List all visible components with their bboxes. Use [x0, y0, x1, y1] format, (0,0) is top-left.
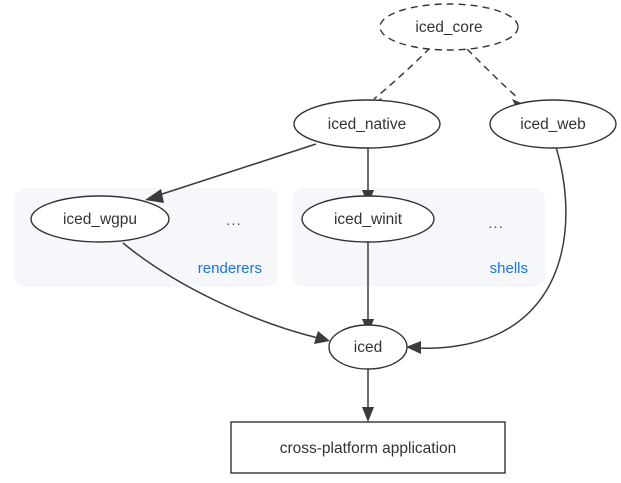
node-iced-label: iced — [354, 339, 382, 356]
node-iced-winit[interactable]: iced_winit — [301, 195, 435, 243]
node-iced-core-ellipse[interactable] — [379, 3, 519, 51]
node-iced-native-ellipse[interactable] — [293, 99, 441, 149]
edge-wgpu-to-iced — [122, 242, 330, 344]
edge-native-to-wgpu — [145, 143, 317, 203]
node-iced-core-label: iced_core — [415, 19, 482, 36]
node-iced-winit-ellipse[interactable] — [301, 195, 435, 243]
cluster-shells-label: shells — [490, 260, 528, 277]
node-iced-ellipse[interactable] — [328, 324, 408, 370]
node-iced-wgpu[interactable]: iced_wgpu — [30, 195, 170, 243]
cluster-shells-ellipsis: ... — [488, 215, 504, 232]
node-cross-platform-application-rect[interactable] — [230, 421, 506, 474]
node-iced-winit-label: iced_winit — [334, 211, 403, 228]
node-iced-web-label: iced_web — [520, 116, 586, 133]
edge-iced-to-app-arrowhead — [362, 407, 374, 422]
cluster-renderers-ellipsis: ... — [226, 212, 242, 229]
node-iced-core[interactable]: iced_core — [379, 3, 519, 51]
node-cross-platform-application[interactable]: cross-platform application — [230, 421, 506, 474]
node-iced-native[interactable]: iced_native — [293, 99, 441, 149]
node-iced-native-label: iced_native — [328, 116, 406, 133]
edge-web-to-iced — [406, 146, 567, 354]
edge-core-to-web — [466, 48, 526, 111]
edge-iced-to-app — [362, 369, 374, 422]
node-iced-web-ellipse[interactable] — [489, 99, 617, 149]
node-iced[interactable]: iced — [328, 324, 408, 370]
node-cross-platform-application-label: cross-platform application — [280, 440, 457, 457]
edge-wgpu-to-iced-arrowhead — [314, 331, 330, 344]
node-iced-web[interactable]: iced_web — [489, 99, 617, 149]
edge-web-to-iced-arrowhead — [406, 341, 421, 354]
node-iced-wgpu-ellipse[interactable] — [30, 195, 170, 243]
cluster-renderers-label: renderers — [198, 260, 262, 277]
edge-native-to-wgpu-arrowhead — [145, 189, 164, 203]
node-iced-wgpu-label: iced_wgpu — [63, 211, 137, 228]
